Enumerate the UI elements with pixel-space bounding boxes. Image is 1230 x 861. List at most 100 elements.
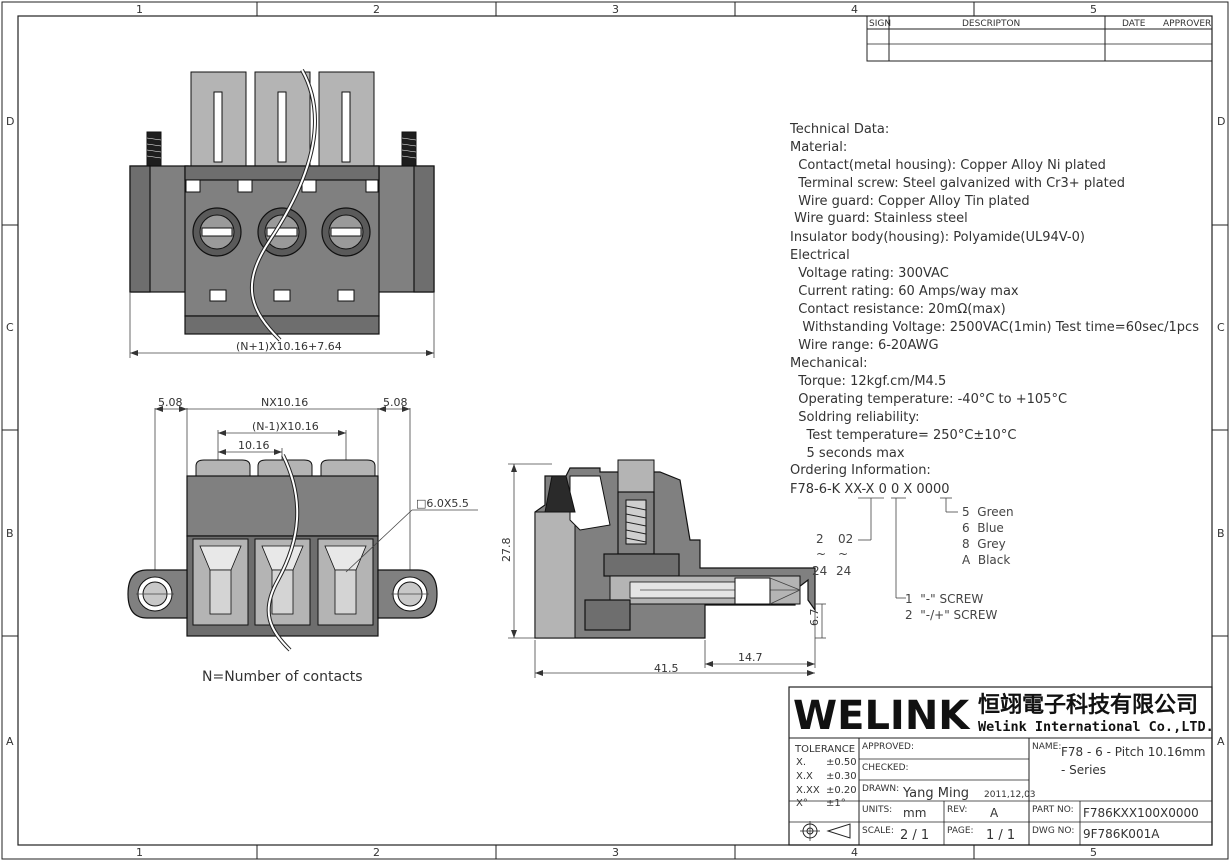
name-line2: - Series xyxy=(1061,763,1106,777)
ordering-code-text: F78-6-K XX-X 0 0 X 0000 xyxy=(790,482,950,497)
ordering-pin-c: 24 xyxy=(812,564,827,578)
ordering-screw-2: 2 "-/+" SCREW xyxy=(905,608,997,622)
tol-deg-value: ±1° xyxy=(826,798,846,809)
rev-sign-header: SIGN xyxy=(869,19,891,29)
dim-n-minus-1: (N-1)X10.16 xyxy=(252,420,319,433)
ordering-tilde-b: ~ xyxy=(838,547,848,561)
col-label-5-bottom: 5 xyxy=(1090,846,1097,859)
dwg-no-value: 9F786K001A xyxy=(1083,827,1160,841)
ordering-pin-b: 02 xyxy=(838,532,853,546)
row-label-a-right: A xyxy=(1217,735,1225,748)
tech-line-6: Insulator body(housing): Polyamide(UL94V… xyxy=(790,230,1085,245)
scale-label: SCALE: xyxy=(862,826,894,836)
tech-line-10: Contact resistance: 20mΩ(max) xyxy=(790,302,1006,317)
drawn-date: 2011,12,03 xyxy=(984,790,1036,800)
tech-line-0: Technical Data: xyxy=(789,122,889,137)
dim-square: □6.0X5.5 xyxy=(416,497,469,510)
dim-nx: NX10.16 xyxy=(261,396,308,409)
dim-left-508: 5.08 xyxy=(158,396,183,409)
row-label-c: C xyxy=(6,321,14,334)
tech-line-12: Wire range: 6-20AWG xyxy=(790,338,939,353)
tech-line-2: Contact(metal housing): Copper Alloy Ni … xyxy=(790,158,1106,173)
tol-deg-label: X° xyxy=(796,798,808,809)
tol-x-label: X. xyxy=(796,757,806,768)
tech-line-7: Electrical xyxy=(790,248,850,263)
front-view: 5.08 NX10.16 5.08 (N-1)X10.16 10.16 xyxy=(127,396,478,685)
dwg-no-label: DWG NO: xyxy=(1032,826,1074,836)
ordering-color-3: A Black xyxy=(962,553,1010,567)
title-block: WELINK 恒翊電子科技有限公司 Welink International C… xyxy=(788,686,1214,846)
tech-line-11: Withstanding Voltage: 2500VAC(1min) Test… xyxy=(790,320,1199,335)
page-label: PAGE: xyxy=(947,826,974,836)
rev-date-header: DATE xyxy=(1122,19,1146,29)
col-label-5: 5 xyxy=(1090,3,1097,16)
rev-value: A xyxy=(990,806,999,820)
tech-line-9: Current rating: 60 Amps/way max xyxy=(790,284,1019,299)
tol-x-value: ±0.50 xyxy=(826,757,857,768)
row-label-d: D xyxy=(6,115,14,128)
dim-147: 14.7 xyxy=(738,651,763,664)
company-logo: WELINK xyxy=(793,693,971,739)
row-label-c-right: C xyxy=(1217,321,1225,334)
note-n-contacts: N=Number of contacts xyxy=(202,669,363,685)
tech-line-13: Mechanical: xyxy=(790,356,868,371)
ordering-tilde-a: ~ xyxy=(816,547,826,561)
technical-data: Technical Data: Material: Contact(metal … xyxy=(789,122,1199,478)
part-no-value: F786KXX100X0000 xyxy=(1083,806,1199,820)
dim-67: 6.7 xyxy=(808,609,821,627)
ordering-color-1: 6 Blue xyxy=(962,521,1004,535)
rev-description-header: DESCRIPTON xyxy=(962,19,1020,29)
revision-table: SIGN DESCRIPTON DATE APPROVER xyxy=(866,15,1213,62)
ordering-screw-1: 1 "-" SCREW xyxy=(905,592,983,606)
units-label: UNITS: xyxy=(862,805,892,815)
tech-line-17: Test temperature= 250°C±10°C xyxy=(790,428,1016,443)
tol-xxx-label: X.XX xyxy=(796,785,820,796)
approved-label: APPROVED: xyxy=(862,742,914,752)
tech-line-1: Material: xyxy=(790,140,847,155)
ordering-pin-d: 24 xyxy=(836,564,851,578)
col-label-2: 2 xyxy=(373,3,380,16)
scale-value: 2 / 1 xyxy=(900,828,929,843)
tolerance-label: TOLERANCE xyxy=(794,744,855,755)
tech-line-4: Wire guard: Copper Alloy Tin plated xyxy=(790,194,1030,209)
name-line1: F78 - 6 - Pitch 10.16mm xyxy=(1061,745,1206,759)
projection-symbol-icon xyxy=(800,821,851,841)
rev-label: REV: xyxy=(947,805,967,815)
top-view: (N+1)X10.16+7.64 xyxy=(129,69,435,358)
ordering-color-2: 8 Grey xyxy=(962,537,1006,551)
tech-line-15: Operating temperature: -40°C to +105°C xyxy=(790,392,1067,407)
tech-line-3: Terminal screw: Steel galvanized with Cr… xyxy=(790,176,1125,191)
ordering-color-0: 5 Green xyxy=(962,505,1014,519)
col-label-4: 4 xyxy=(851,3,858,16)
company-name-en: Welink International Co.,LTD. xyxy=(978,719,1214,735)
company-name-cn: 恒翊電子科技有限公司 xyxy=(978,692,1198,718)
col-label-2-bottom: 2 xyxy=(373,846,380,859)
side-view: 27.8 6.7 14.7 41.5 xyxy=(500,459,826,678)
drawn-by: Yang Ming xyxy=(902,786,969,801)
dim-pitch: 10.16 xyxy=(238,439,270,452)
drawn-label: DRAWN: xyxy=(862,784,899,794)
row-label-b-right: B xyxy=(1217,527,1225,540)
col-label-3: 3 xyxy=(612,3,619,16)
checked-label: CHECKED: xyxy=(862,763,909,773)
col-label-4-bottom: 4 xyxy=(851,846,858,859)
row-label-b: B xyxy=(6,527,14,540)
col-label-1-bottom: 1 xyxy=(136,846,143,859)
row-label-a: A xyxy=(6,735,14,748)
tech-line-16: Soldring reliability: xyxy=(790,410,919,425)
tech-line-19: Ordering Information: xyxy=(790,463,931,478)
col-label-3-bottom: 3 xyxy=(612,846,619,859)
ordering-pin-a: 2 xyxy=(816,532,824,546)
col-label-1: 1 xyxy=(136,3,143,16)
part-no-label: PART NO: xyxy=(1032,805,1074,815)
ordering-code: F78-6-K XX-X 0 0 X 0000 2 02 ~ ~ 24 24 1… xyxy=(790,482,1014,622)
page-value: 1 / 1 xyxy=(986,828,1015,843)
name-label: NAME: xyxy=(1032,742,1061,752)
dim-height: 27.8 xyxy=(500,538,513,563)
tol-xxx-value: ±0.20 xyxy=(826,785,857,796)
dim-top-total: (N+1)X10.16+7.64 xyxy=(236,340,342,353)
tol-xx-label: X.X xyxy=(796,771,813,782)
tech-line-18: 5 seconds max xyxy=(790,446,905,461)
